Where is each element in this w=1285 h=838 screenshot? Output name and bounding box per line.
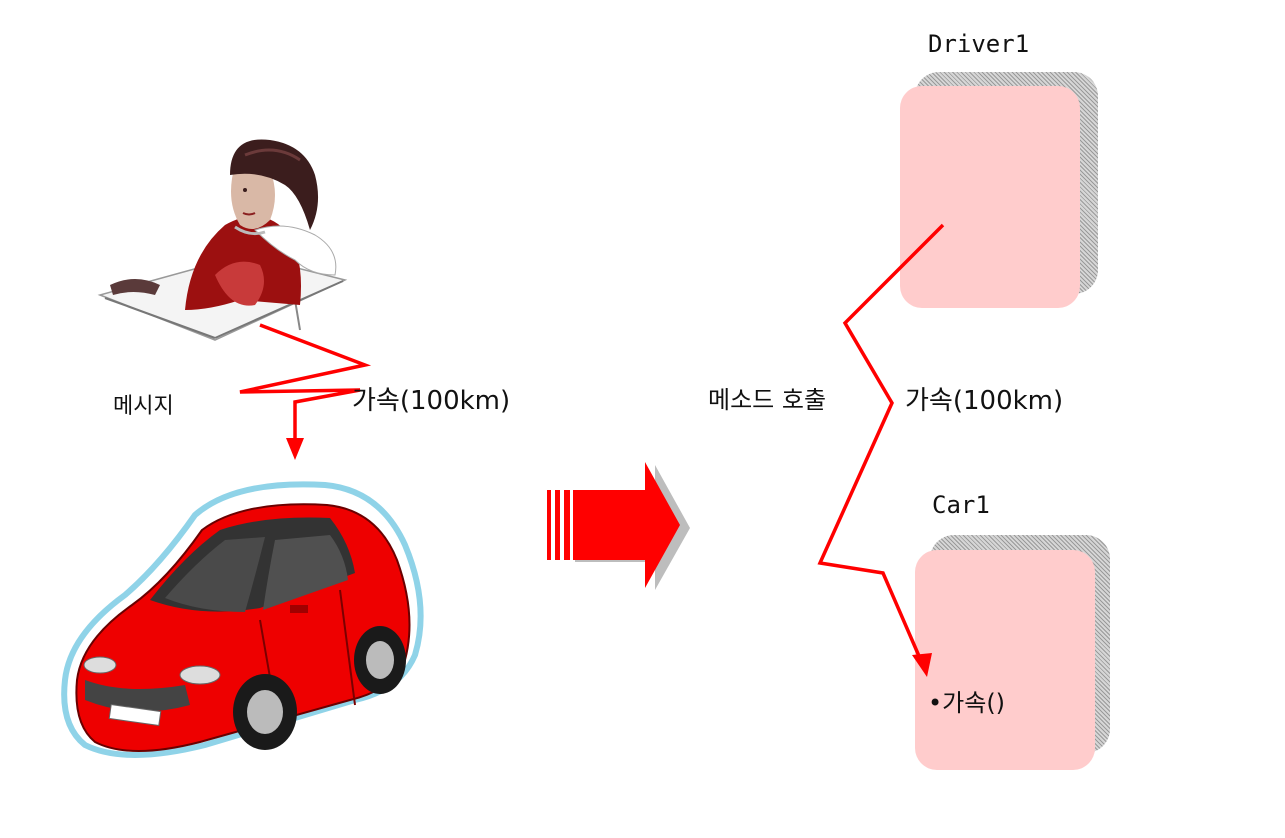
driver-object-title: Driver1 (928, 30, 1030, 58)
driver-object-box (900, 86, 1080, 308)
car-method-label: •가속() (928, 689, 1006, 717)
message-value: 가속(100km) (352, 386, 511, 416)
message-zigzag-arrow (239, 323, 372, 460)
car-object-box (915, 550, 1095, 770)
method-call-label: 메소드 호출 (708, 386, 827, 414)
method-call-value: 가속(100km) (905, 386, 1064, 416)
driver-illustration (97, 139, 348, 341)
method-call-zigzag-arrow (817, 223, 945, 677)
big-transform-arrow (547, 462, 690, 590)
car-illustration (61, 481, 424, 758)
car-object-title: Car1 (932, 491, 990, 519)
message-label: 메시지 (113, 394, 174, 419)
